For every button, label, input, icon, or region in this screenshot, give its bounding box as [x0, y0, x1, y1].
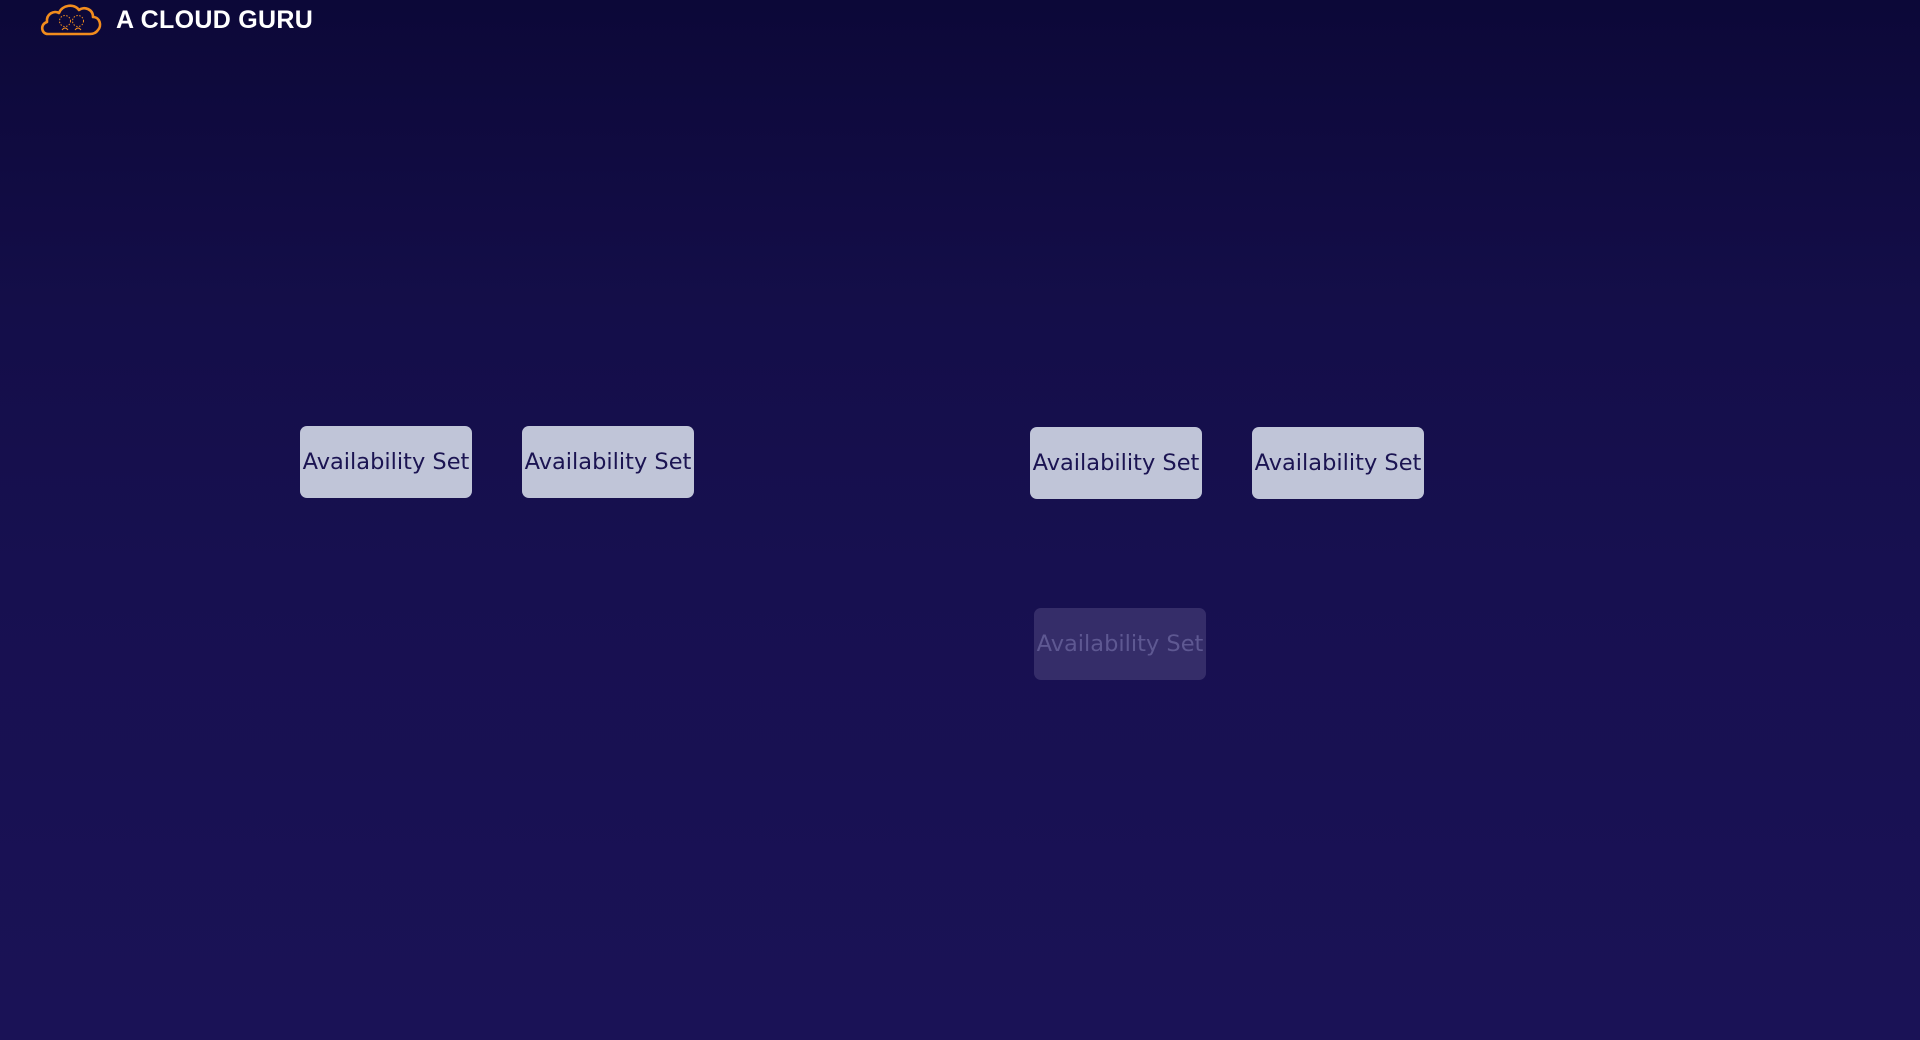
- brand-name: A CLOUD GURU: [116, 6, 314, 34]
- cloud-logo-icon: [40, 4, 102, 36]
- availability-set-box: Availability Set: [1252, 427, 1424, 499]
- availability-set-box: Availability Set: [522, 426, 694, 498]
- availability-set-box: Availability Set: [1030, 427, 1202, 499]
- availability-set-box-faded: Availability Set: [1034, 608, 1206, 680]
- brand-header: A CLOUD GURU: [38, 0, 313, 40]
- availability-set-box: Availability Set: [300, 426, 472, 498]
